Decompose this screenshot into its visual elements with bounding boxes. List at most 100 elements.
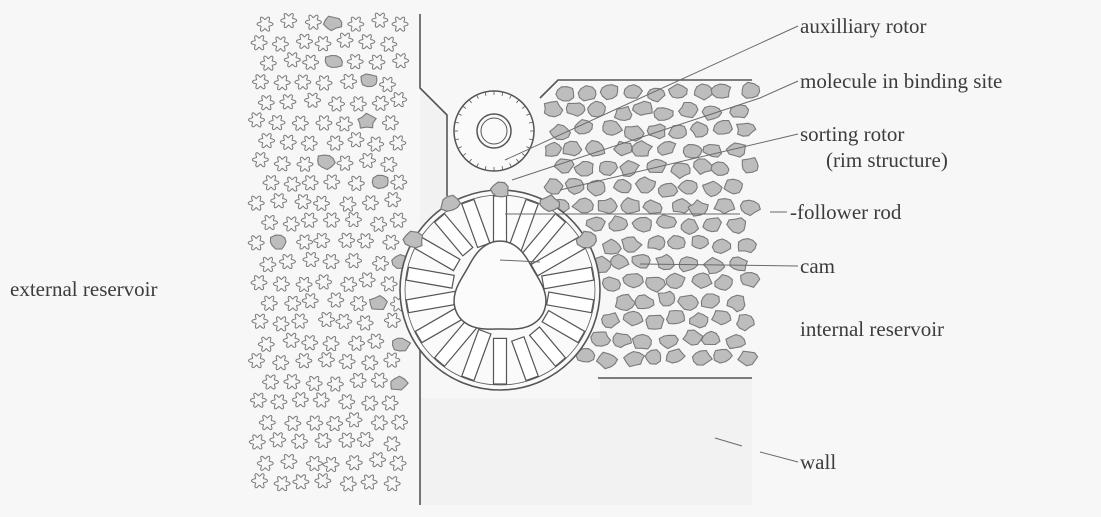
open-molecule-icon xyxy=(301,175,319,191)
open-molecule-icon xyxy=(291,115,309,131)
auxiliary-rotor-tooth xyxy=(457,146,462,149)
open-molecule-icon xyxy=(247,195,265,211)
bound-molecule-icon xyxy=(544,141,563,157)
bound-molecule-icon xyxy=(672,197,692,214)
bound-molecule-icon xyxy=(701,105,723,121)
bound-molecule-icon xyxy=(610,253,630,270)
open-molecule-icon xyxy=(382,234,400,250)
auxiliary-rotor-tooth xyxy=(526,146,531,149)
bound-molecule-icon xyxy=(390,375,409,391)
open-molecule-icon xyxy=(295,353,313,369)
follower-rod xyxy=(460,328,492,382)
open-molecule-icon xyxy=(368,54,386,70)
label-follower-rod: -follower rod xyxy=(790,200,902,224)
bound-molecule-icon xyxy=(725,142,747,158)
open-molecule-icon xyxy=(380,276,398,292)
bound-molecule-icon xyxy=(710,310,732,326)
auxiliary-rotor-tooth xyxy=(468,158,472,163)
bound-molecule-icon xyxy=(647,235,666,251)
open-molecule-icon xyxy=(327,96,346,112)
open-molecule-icon xyxy=(326,376,344,392)
bound-molecule-icon xyxy=(357,112,378,129)
auxiliary-rotor-tooth xyxy=(521,153,526,157)
open-molecule-icon xyxy=(356,233,375,249)
bound-molecule-icon xyxy=(555,86,575,102)
follower-rod-body xyxy=(492,337,508,385)
follower-rod xyxy=(541,309,586,344)
open-molecule-icon xyxy=(390,174,408,190)
open-molecule-icon xyxy=(305,455,323,472)
bound-molecule-icon xyxy=(646,123,666,140)
open-molecule-icon xyxy=(358,34,376,50)
auxiliary-rotor-tooth xyxy=(476,163,479,168)
open-molecule-icon xyxy=(247,112,266,128)
bound-molecule-icon xyxy=(725,334,747,350)
open-molecule-icon xyxy=(391,16,409,32)
open-molecule-icon xyxy=(251,313,269,329)
bound-molecule-icon xyxy=(713,348,733,364)
auxiliary-rotor-tooth xyxy=(484,166,487,171)
follower-rod-body xyxy=(492,195,508,248)
follower-rod-body xyxy=(460,198,491,249)
bound-molecule-icon xyxy=(322,15,343,32)
bound-molecule-icon xyxy=(601,276,622,292)
bound-molecule-icon xyxy=(711,238,732,255)
follower-rod xyxy=(510,335,540,382)
open-molecule-icon xyxy=(327,292,345,308)
leader-sorting-rotor xyxy=(559,133,799,191)
open-molecule-icon xyxy=(390,91,408,108)
bound-molecule-icon xyxy=(585,216,606,232)
open-molecule-icon xyxy=(291,392,309,408)
wall-face xyxy=(420,14,752,505)
open-molecule-icon xyxy=(317,352,335,368)
open-molecule-icon xyxy=(315,75,333,91)
open-molecule-icon xyxy=(251,74,269,90)
open-molecule-icon xyxy=(270,394,288,410)
open-molecule-icon xyxy=(294,74,312,90)
follower-rod-body xyxy=(545,291,595,314)
open-molecule-icon xyxy=(367,333,385,349)
bound-molecule-icon xyxy=(623,125,645,142)
bound-molecule-icon xyxy=(590,331,612,347)
bound-molecule-icon xyxy=(682,144,703,159)
open-molecule-icon xyxy=(262,175,280,191)
open-molecule-icon xyxy=(380,36,398,52)
open-molecule-icon xyxy=(273,75,291,91)
open-molecule-icon xyxy=(315,115,333,131)
label-sorting-rotor: sorting rotor xyxy=(800,122,905,146)
open-molecule-icon xyxy=(304,92,322,108)
open-molecule-icon xyxy=(283,176,301,192)
bound-molecule-icon xyxy=(700,330,721,346)
follower-rod xyxy=(433,212,474,257)
label-auxiliary-rotor: auxilliary rotor xyxy=(800,14,927,38)
bound-molecule-icon xyxy=(677,294,700,311)
open-molecule-icon xyxy=(247,353,266,369)
open-molecule-icon xyxy=(301,293,319,309)
label-external-reservoir: external reservoir xyxy=(10,277,158,301)
bound-molecule-icon xyxy=(723,178,744,195)
bound-molecule-icon xyxy=(729,104,750,119)
bound-molecule-icon xyxy=(687,199,709,217)
open-molecule-icon xyxy=(261,374,280,390)
bound-molecule-icon xyxy=(631,333,652,350)
label-rim-structure: (rim structure) xyxy=(826,148,948,172)
open-molecule-icon xyxy=(291,313,309,329)
open-molecule-icon xyxy=(347,175,365,191)
open-molecule-icon xyxy=(326,135,344,151)
open-molecule-icon xyxy=(305,375,323,392)
auxiliary-rotor-tooth xyxy=(501,91,504,96)
open-molecule-icon xyxy=(283,374,301,390)
bound-molecule-icon xyxy=(553,158,575,174)
auxiliary-rotor-tooth xyxy=(509,163,512,168)
bound-molecule-icon xyxy=(539,194,561,213)
auxiliary-rotor-tooth xyxy=(484,91,487,96)
bound-molecule-icon xyxy=(653,107,674,121)
open-molecule-icon xyxy=(335,116,353,132)
auxiliary-rotor-hub-inner xyxy=(480,117,508,145)
bound-molecule-icon xyxy=(602,119,624,136)
open-molecule-icon xyxy=(312,195,331,211)
auxiliary-rotor-tooth xyxy=(454,138,459,141)
bound-molecule-icon xyxy=(665,309,685,325)
follower-rod xyxy=(528,326,567,368)
leader-follower-rod xyxy=(505,211,787,215)
